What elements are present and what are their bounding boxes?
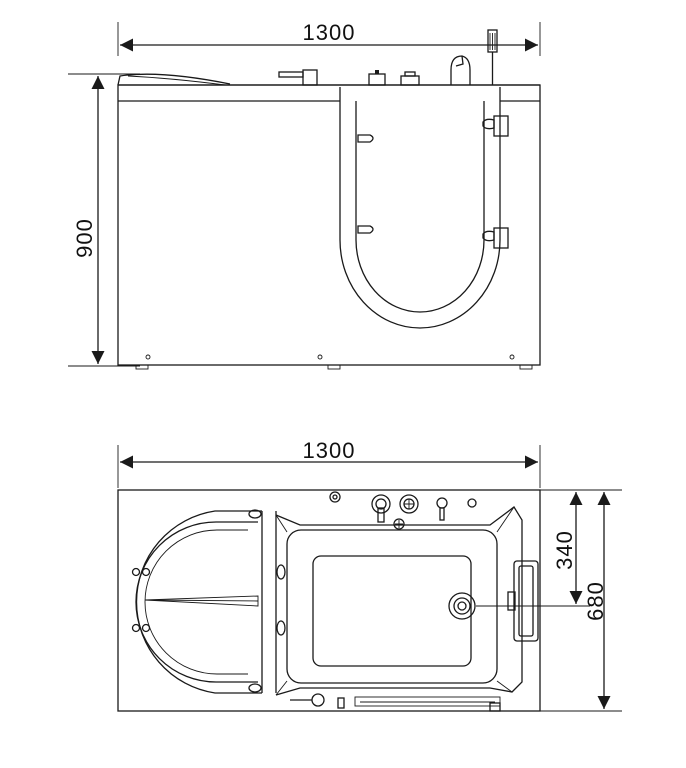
top-controls [329,491,477,530]
top-depth-label: 680 [583,581,608,621]
top-drain [448,592,476,620]
top-width-label: 1300 [303,438,356,463]
top-drain-label: 340 [552,530,577,570]
top-width-dimension: 1300 [117,438,541,488]
side-width-dimension: 1300 [117,20,541,56]
top-drain-dimension: 340 [476,492,590,607]
side-door-outline [339,87,509,329]
top-seat-section [131,509,262,694]
side-view: 1300 900 [68,20,541,370]
top-basin [275,506,523,696]
side-height-dimension: 900 [68,73,140,367]
top-door-panel [261,511,286,693]
top-view: 1300 680 340 [117,438,622,712]
side-height-label: 900 [72,218,97,258]
top-door-hardware [290,693,501,712]
side-faucet-group [278,29,498,86]
top-depth-dimension: 680 [540,489,622,712]
side-width-label: 1300 [303,20,356,45]
top-grab-handle [507,560,539,642]
top-tub-outline [117,489,541,712]
side-tub-body [117,73,541,370]
